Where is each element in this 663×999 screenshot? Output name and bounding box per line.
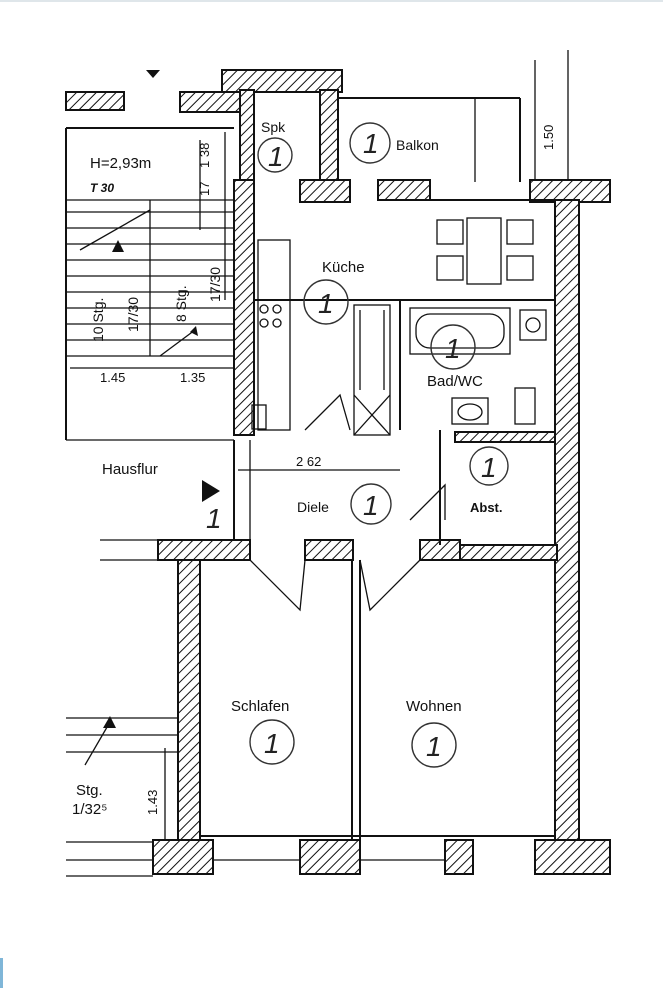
dim-145: 1.45: [100, 370, 125, 385]
room-number-circles: [249, 122, 509, 768]
ceiling-height-label: H=2,93m: [90, 155, 151, 172]
top-border: [0, 0, 663, 2]
room-number-bad: 1: [445, 333, 461, 364]
room-number-diele: 1: [363, 490, 379, 521]
stair-right-ratio: 17/30: [207, 267, 223, 302]
dim-262: 2 62: [296, 454, 321, 469]
dim-150: 1.50: [541, 125, 556, 150]
room-number-spk: 1: [268, 141, 284, 172]
room-number-abst: 1: [481, 452, 497, 483]
room-number-kueche: 1: [318, 288, 334, 319]
room-label-hausflur: Hausflur: [102, 461, 158, 478]
room-label-balkon: Balkon: [396, 137, 439, 153]
stg-bottom-ratio: 1/32⁵: [72, 801, 107, 818]
stair-left-count: 10 Stg.: [90, 298, 106, 342]
room-label-spk: Spk: [261, 119, 286, 135]
interior-lines: [65, 50, 569, 877]
room-number-balkon: 1: [363, 128, 379, 159]
t30-label: T 30: [90, 181, 114, 195]
corner-mark: [0, 958, 3, 988]
room-number-wohnen: 1: [426, 731, 442, 762]
walls: [65, 69, 611, 875]
stg-bottom-label: Stg.: [76, 782, 103, 799]
room-number-entrance: 1: [206, 503, 222, 534]
dim-138: 1 38: [197, 143, 212, 168]
room-label-diele: Diele: [297, 499, 329, 515]
dim-17: 17: [197, 182, 212, 196]
room-label-bad: Bad/WC: [427, 373, 483, 390]
room-label-schlafen: Schlafen: [231, 698, 289, 715]
stair-right-count: 8 Stg.: [173, 285, 189, 322]
room-number-schlafen: 1: [264, 728, 280, 759]
dim-143: 1.43: [145, 790, 160, 815]
room-label-abst: Abst.: [470, 500, 503, 515]
dim-135: 1.35: [180, 370, 205, 385]
room-label-kueche: Küche: [322, 259, 365, 276]
stair-left-ratio: 17/30: [125, 297, 141, 332]
room-label-wohnen: Wohnen: [406, 698, 462, 715]
